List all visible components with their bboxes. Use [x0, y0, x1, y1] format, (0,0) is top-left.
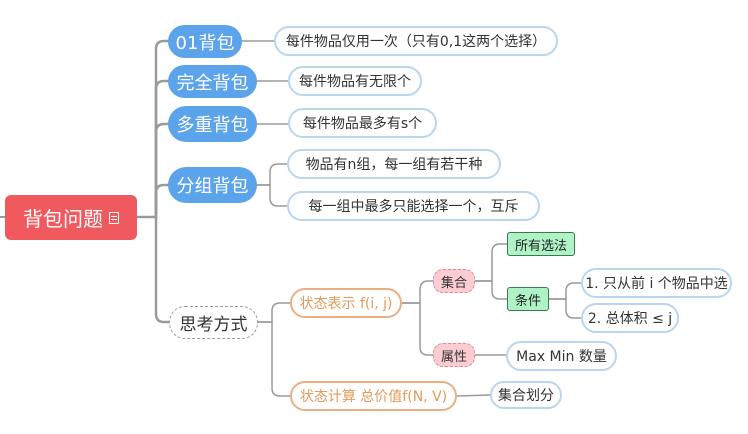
root-node[interactable]: 背包问题	[5, 195, 137, 240]
edge-root-1	[154, 79, 170, 219]
leaf-multiple-text: 每件物品最多有s个	[302, 116, 423, 132]
all-choices-label: 所有选法	[514, 238, 567, 254]
edge-root-2	[154, 122, 170, 219]
set-label: 集合	[440, 275, 467, 291]
edge-group-leaf-1	[256, 163, 288, 186]
state-representation-node[interactable]: 状态表示 f(i, j)	[290, 288, 402, 318]
branch-multiple-label: 多重背包	[176, 115, 249, 136]
thinking-label: 思考方式	[179, 315, 248, 335]
thinking-method-node[interactable]: 思考方式	[169, 306, 258, 339]
attribute-label: 属性	[440, 349, 467, 365]
attribute-value-node[interactable]: Max Min 数量	[506, 341, 617, 371]
branch-01-label: 01背包	[175, 32, 235, 54]
note-icon[interactable]	[109, 211, 119, 224]
branch-complete-knapsack[interactable]: 完全背包	[168, 65, 257, 98]
leaf-01-text: 每件物品仅用一次（只有0,1这两个选择）	[285, 34, 547, 50]
leaf-multiple-detail[interactable]: 每件物品最多有s个	[288, 108, 437, 138]
edge-set-all	[474, 243, 508, 282]
edge-set-cond	[474, 280, 508, 300]
branch-group-label: 分组背包	[176, 176, 249, 197]
leaf-group-detail-2[interactable]: 每一组中最多只能选择一个，互斥	[287, 191, 540, 221]
state-representation-label: 状态表示 f(i, j)	[299, 296, 393, 312]
condition-node[interactable]: 条件	[507, 287, 549, 311]
edge-root-3	[154, 183, 170, 219]
branch-01-knapsack[interactable]: 01背包	[168, 25, 242, 58]
root-label: 背包问题	[23, 207, 103, 231]
edge-cond-2	[548, 298, 582, 319]
edge-calc-method	[456, 394, 491, 397]
condition-item-1-text: 1. 只从前 i 个物品中选	[585, 276, 728, 292]
branch-group-knapsack[interactable]: 分组背包	[168, 167, 257, 203]
all-choices-node[interactable]: 所有选法	[507, 232, 575, 256]
condition-item-2-text: 2. 总体积 ≤ j	[587, 311, 673, 327]
state-calculation-label: 状态计算 总价值f(N, V)	[299, 389, 448, 405]
leaf-group-detail-1[interactable]: 物品有n组，每一组有若干种	[287, 149, 501, 179]
attribute-node[interactable]: 属性	[433, 343, 475, 367]
condition-item-1[interactable]: 1. 只从前 i 个物品中选	[581, 268, 732, 298]
leaf-complete-detail[interactable]: 每件物品有无限个	[288, 66, 422, 96]
attribute-value-text: Max Min 数量	[516, 349, 607, 365]
edge-think-calc	[257, 321, 291, 397]
set-partition-text: 集合划分	[498, 388, 554, 404]
edge-root-0	[154, 39, 170, 219]
branch-complete-label: 完全背包	[176, 72, 249, 94]
edge-think-repr	[257, 302, 291, 323]
leaf-complete-text: 每件物品有无限个	[299, 74, 411, 90]
edge-root-4	[154, 215, 171, 324]
edge-cond-1	[548, 282, 582, 300]
condition-label: 条件	[514, 293, 541, 309]
branch-multiple-knapsack[interactable]: 多重背包	[168, 106, 257, 142]
set-node[interactable]: 集合	[433, 269, 475, 293]
condition-item-2[interactable]: 2. 总体积 ≤ j	[581, 303, 679, 333]
edge-repr-attr	[401, 302, 434, 356]
edge-repr-set	[401, 280, 434, 304]
leaf-group-text-1: 物品有n组，每一组有若干种	[305, 157, 483, 173]
state-calculation-node[interactable]: 状态计算 总价值f(N, V)	[290, 381, 457, 411]
set-partition-node[interactable]: 集合划分	[490, 381, 562, 409]
leaf-01-detail[interactable]: 每件物品仅用一次（只有0,1这两个选择）	[274, 26, 558, 56]
edge-group-leaf-2	[256, 184, 288, 207]
leaf-group-text-2: 每一组中最多只能选择一个，互斥	[308, 199, 519, 215]
